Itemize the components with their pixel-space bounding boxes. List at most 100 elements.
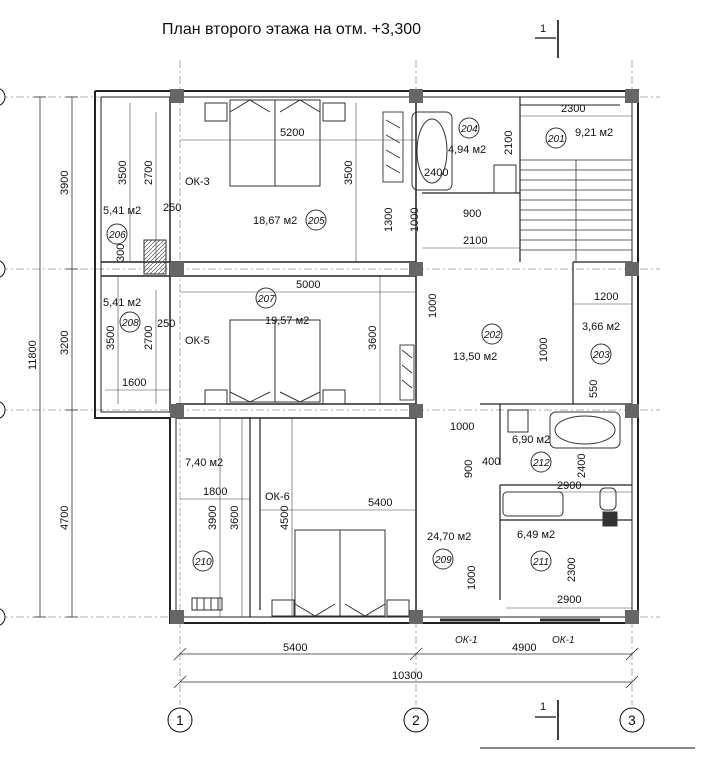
svg-text:1800: 1800 xyxy=(203,486,227,498)
room-212: 6,90 м2 212 xyxy=(512,434,552,473)
svg-text:900: 900 xyxy=(463,208,481,220)
section-mark-top: 1 xyxy=(535,20,559,58)
svg-text:2100: 2100 xyxy=(503,131,515,155)
axis-bubble-1: 1 xyxy=(167,707,193,733)
svg-text:1600: 1600 xyxy=(122,377,146,389)
svg-text:2700: 2700 xyxy=(143,161,155,185)
walls xyxy=(94,90,639,624)
svg-text:400: 400 xyxy=(482,456,500,468)
axis-bubble-3: 3 xyxy=(619,707,645,733)
svg-text:2100: 2100 xyxy=(463,235,487,247)
svg-text:2400: 2400 xyxy=(424,167,448,179)
svg-text:1: 1 xyxy=(540,23,546,35)
svg-text:3500: 3500 xyxy=(343,161,355,185)
svg-text:1: 1 xyxy=(176,712,184,728)
svg-text:300: 300 xyxy=(115,244,127,262)
svg-text:212: 212 xyxy=(532,458,550,469)
svg-text:19,57 м2: 19,57 м2 xyxy=(265,315,309,327)
svg-text:4,94 м2: 4,94 м2 xyxy=(448,144,486,156)
dim-bottom-total: 10300 xyxy=(392,670,423,682)
interior-dimension-lines xyxy=(105,103,632,617)
svg-text:5,41 м2: 5,41 м2 xyxy=(103,297,141,309)
chimney-block xyxy=(143,239,167,275)
svg-text:204: 204 xyxy=(460,124,478,135)
svg-text:1000: 1000 xyxy=(538,338,550,362)
svg-text:2300: 2300 xyxy=(561,103,585,115)
svg-text:ОК-6: ОК-6 xyxy=(265,491,290,503)
svg-text:7,40 м2: 7,40 м2 xyxy=(185,457,223,469)
svg-text:208: 208 xyxy=(121,318,139,329)
room-202: 202 13,50 м2 xyxy=(453,323,503,363)
svg-text:550: 550 xyxy=(588,380,600,398)
axis-bubble-2: 2 xyxy=(403,707,429,733)
svg-text:206: 206 xyxy=(108,230,126,241)
svg-text:6,49 м2: 6,49 м2 xyxy=(517,529,555,541)
svg-text:2: 2 xyxy=(412,712,420,728)
svg-text:1000: 1000 xyxy=(450,421,474,433)
dim-left-2: 3200 xyxy=(59,331,71,355)
svg-text:2900: 2900 xyxy=(557,594,581,606)
svg-text:5000: 5000 xyxy=(296,279,320,291)
svg-text:2900: 2900 xyxy=(557,480,581,492)
bottom-dimension-lines xyxy=(173,647,639,689)
dim-left-1: 3900 xyxy=(59,171,71,195)
axis-bubbles-left xyxy=(0,88,6,626)
svg-text:5200: 5200 xyxy=(280,127,304,139)
interior-dimensions: 5200 3500 2700 250 300 1300 1000 3500 50… xyxy=(105,103,618,606)
svg-text:2700: 2700 xyxy=(143,326,155,350)
svg-text:1300: 1300 xyxy=(383,208,395,232)
wardrobes xyxy=(382,111,415,401)
room-206: 5,41 м2 206 xyxy=(103,205,141,245)
svg-text:2400: 2400 xyxy=(576,454,588,478)
svg-text:205: 205 xyxy=(307,216,325,227)
svg-text:1200: 1200 xyxy=(594,291,618,303)
room-203: 3,66 м2 203 xyxy=(582,321,620,365)
svg-text:250: 250 xyxy=(163,202,181,214)
room-205: ОК-3 18,67 м2 205 xyxy=(185,176,327,231)
svg-text:5400: 5400 xyxy=(368,497,392,509)
staircase xyxy=(520,159,632,262)
dim-bottom-1: 5400 xyxy=(283,642,307,654)
svg-text:250: 250 xyxy=(157,318,175,330)
svg-text:3,66 м2: 3,66 м2 xyxy=(582,321,620,333)
dim-bottom-2: 4900 xyxy=(512,642,536,654)
svg-text:3500: 3500 xyxy=(117,161,129,185)
svg-text:9,21 м2: 9,21 м2 xyxy=(575,127,613,139)
svg-text:ОК-1: ОК-1 xyxy=(455,635,478,646)
room-211: 6,49 м2 211 xyxy=(517,529,555,572)
svg-text:3500: 3500 xyxy=(105,326,117,350)
window-ok1-b: ОК-1 xyxy=(540,618,600,646)
svg-text:13,50 м2: 13,50 м2 xyxy=(453,351,497,363)
svg-text:211: 211 xyxy=(532,557,549,568)
room-210: 7,40 м2 ОК-6 210 xyxy=(185,457,290,572)
window-ok1-a: ОК-1 xyxy=(440,618,500,646)
svg-text:18,67 м2: 18,67 м2 xyxy=(253,215,297,227)
plan-title: План второго этажа на отм. +3,300 xyxy=(162,21,421,38)
svg-text:3600: 3600 xyxy=(229,506,241,530)
room-208: 5,41 м2 208 xyxy=(103,297,141,333)
section-mark-bottom: 1 xyxy=(535,700,559,740)
svg-text:3600: 3600 xyxy=(367,326,379,350)
svg-text:ОК-5: ОК-5 xyxy=(185,335,210,347)
sanitary-fixtures xyxy=(191,111,621,611)
svg-text:1: 1 xyxy=(540,701,546,713)
dim-left-total: 11800 xyxy=(27,340,39,370)
svg-text:207: 207 xyxy=(257,294,275,305)
svg-text:210: 210 xyxy=(194,557,212,568)
room-209: 24,70 м2 209 xyxy=(427,531,471,570)
svg-text:ОК-1: ОК-1 xyxy=(552,635,575,646)
svg-text:6,90 м2: 6,90 м2 xyxy=(512,434,550,446)
svg-text:3900: 3900 xyxy=(207,506,219,530)
columns xyxy=(170,89,639,624)
svg-text:1000: 1000 xyxy=(427,294,439,318)
left-dimension-lines xyxy=(34,96,78,618)
beds xyxy=(204,99,410,617)
svg-text:1000: 1000 xyxy=(409,208,421,232)
svg-text:2300: 2300 xyxy=(566,558,578,582)
svg-text:202: 202 xyxy=(483,330,501,341)
svg-text:201: 201 xyxy=(547,134,565,145)
svg-text:209: 209 xyxy=(434,555,452,566)
room-204: 204 4,94 м2 xyxy=(448,117,486,156)
svg-text:24,70 м2: 24,70 м2 xyxy=(427,531,471,543)
